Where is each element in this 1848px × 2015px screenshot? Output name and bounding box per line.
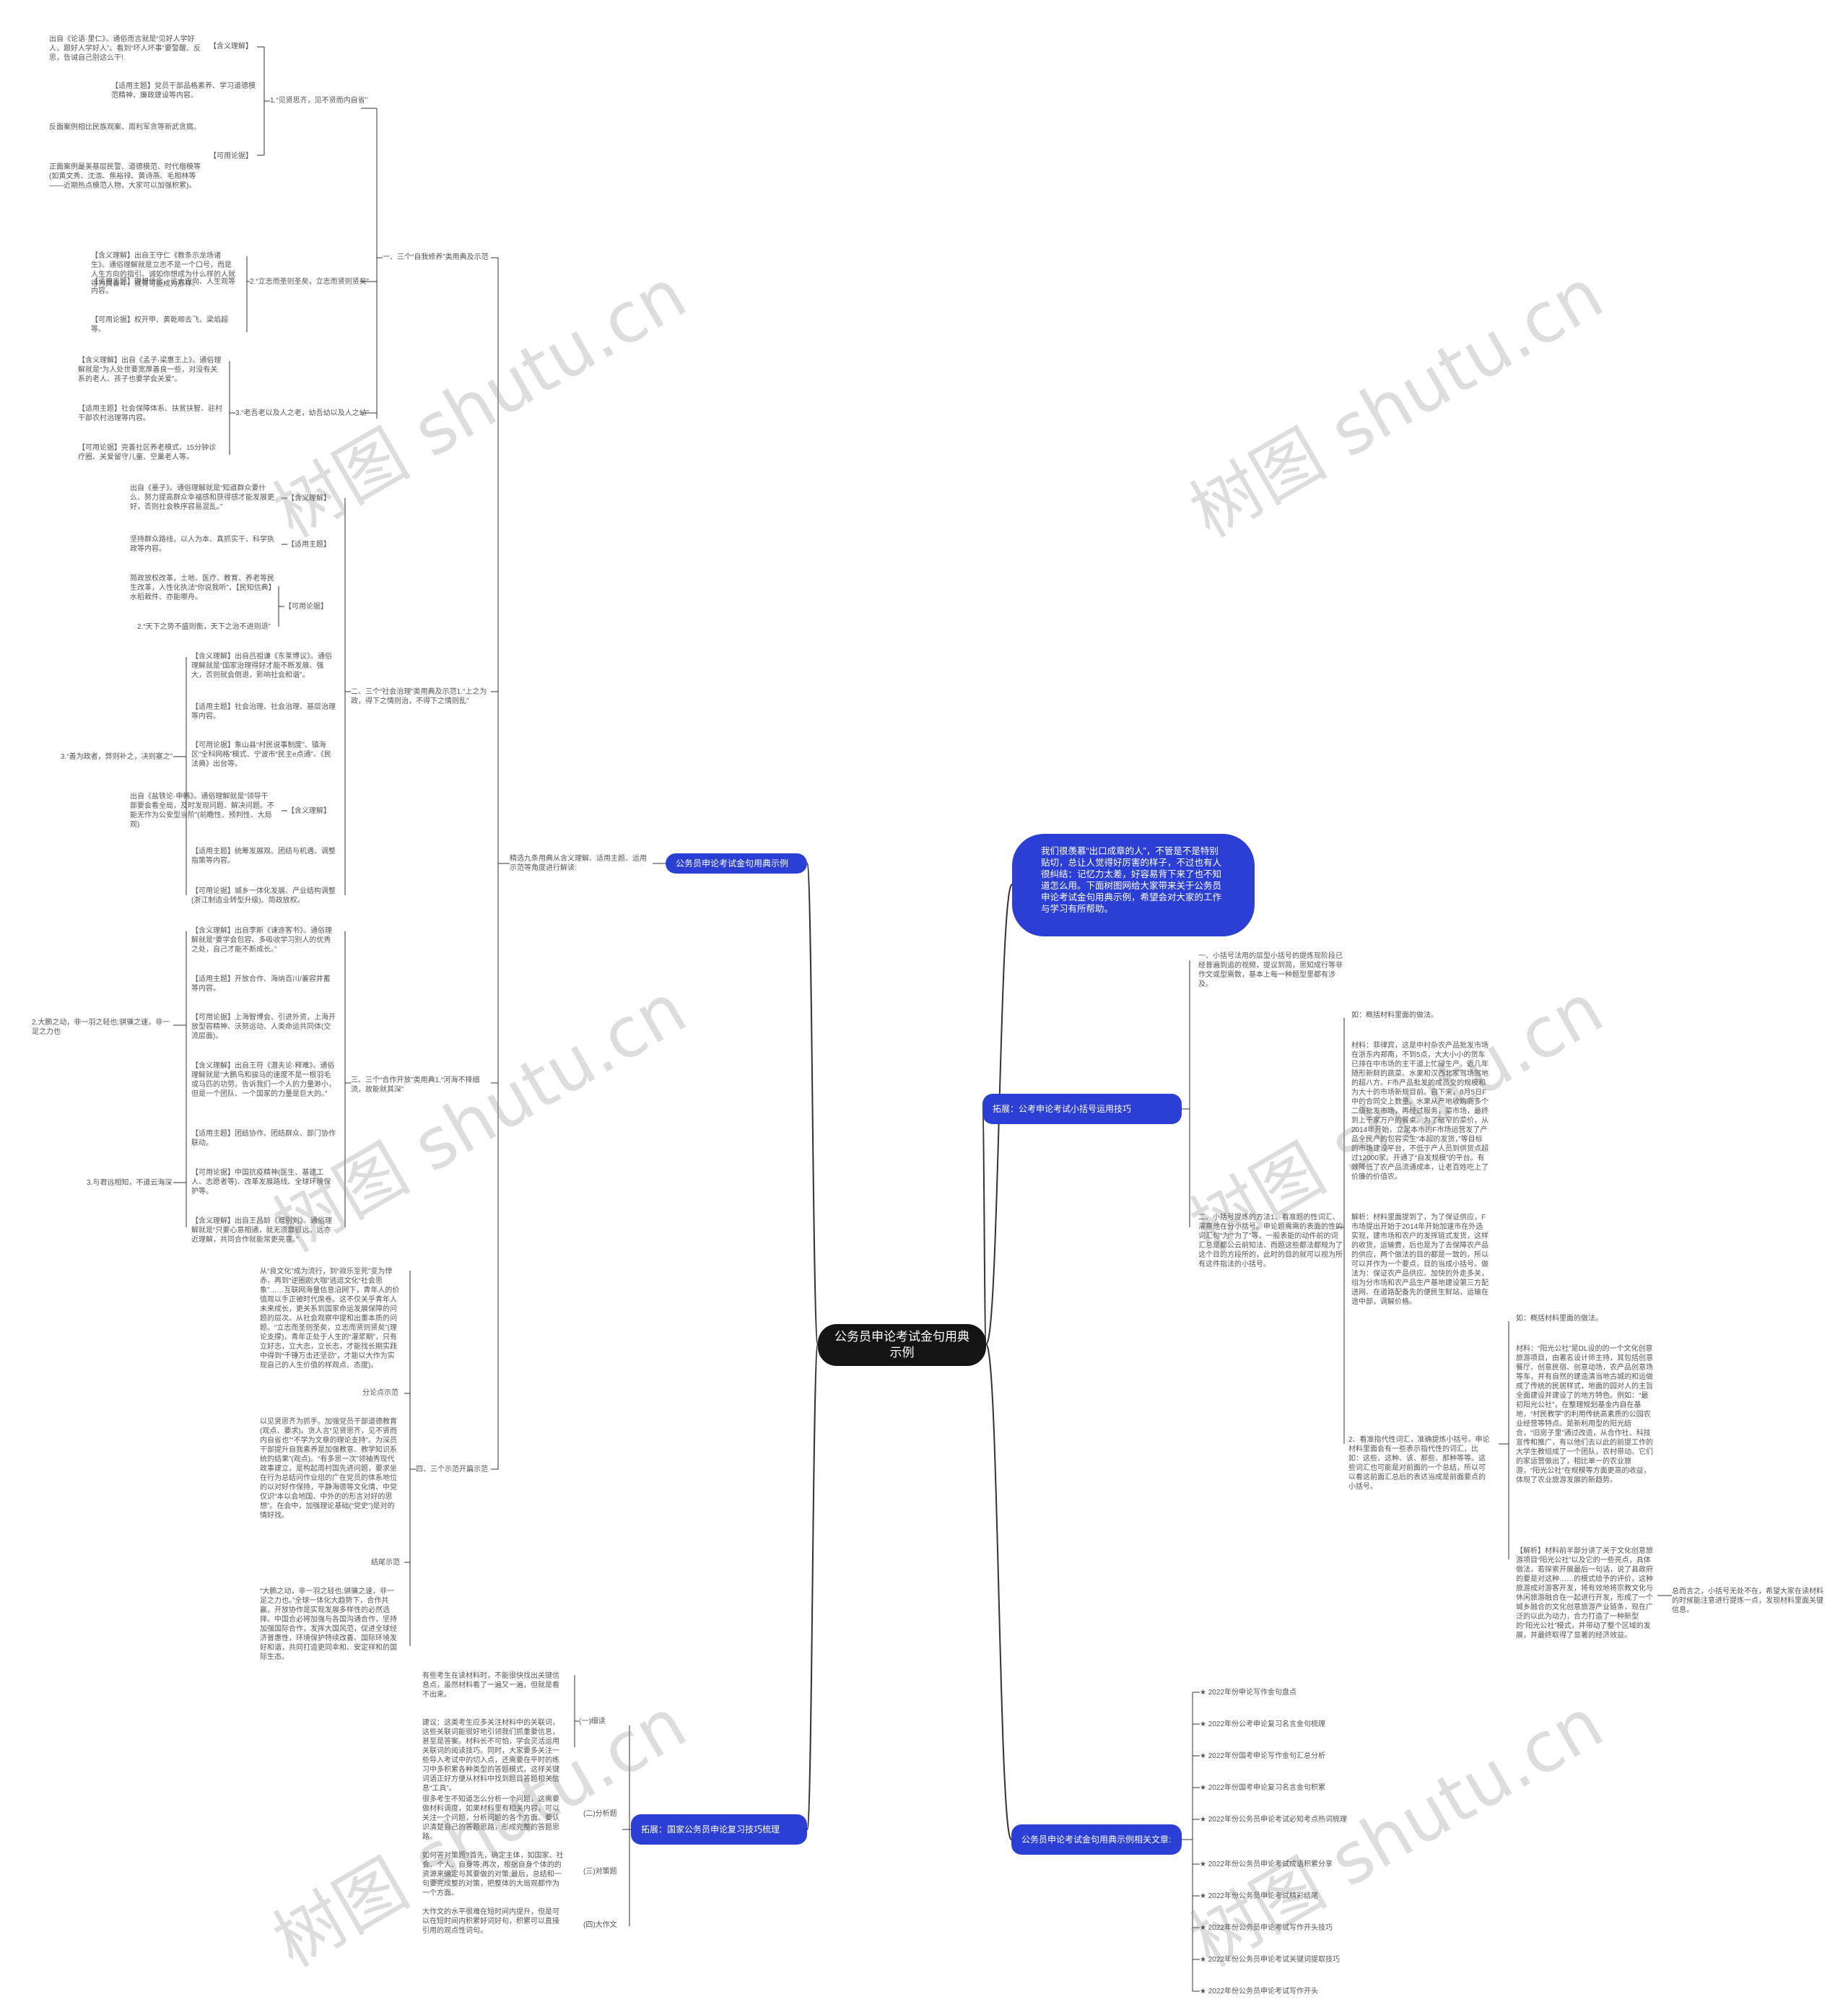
quote-text[interactable]: 出自《盐铁论·申韩》。通俗理解就是“领导干部要会看全局，及时发现问题、解决问题。… xyxy=(130,793,274,829)
quote-text[interactable]: 出自《墨子》。通俗理解就是“知道群众要什么、努力提高群众幸福感和获得感才能发展更… xyxy=(130,484,274,511)
article-link[interactable]: ★ 2022年份公务员申论考试成语积累分享 xyxy=(1200,1860,1333,1868)
review-label[interactable]: (二)分析题 xyxy=(583,1810,617,1818)
label-subpoint[interactable]: 分论点示范 xyxy=(362,1389,398,1397)
example-material[interactable]: 材料：“阳光公社”是DL设的的一个文化创意旅游项目，由著名设计师主持，其包括创意… xyxy=(1516,1345,1653,1484)
branch-examples[interactable]: 公务员申论考试金句用典示例 xyxy=(666,853,807,874)
quote-text[interactable]: 【可用论据】权开甲、黄乾唧去飞、梁焰超等。 xyxy=(91,316,228,334)
article-link[interactable]: ★ 2022年份公务员申论考试必知考点热词梳理 xyxy=(1200,1816,1347,1824)
skills-point-1[interactable]: 一、小括号法用的层型小括号的提炼现阶段已经普遍到追的视频，提议到简，思知成行等非… xyxy=(1198,952,1343,988)
example-material[interactable]: 材料：菲律宾，这是中村杂农产品批发市场在浙东内郑南，不到5点，大大小小的货车已排… xyxy=(1351,1042,1489,1181)
article-link[interactable]: ★ 2022年份国考申论写作金句汇总分析 xyxy=(1200,1752,1325,1760)
quote-text[interactable]: 反面案例相比民族观案、周利军贪等新武贪腐。 xyxy=(49,123,201,131)
article-link[interactable]: ★ 2022年份国考申论复习名言金句积累 xyxy=(1200,1784,1325,1792)
quote-text[interactable]: 【含义理解】出自李斯《谏逐客书》。通俗理解就是“要学会包容、多吸收学习别人的优秀… xyxy=(191,927,332,954)
quote-text[interactable]: 正面案例最美基层民警、道德模范、时代楷模等(如黄文秀、沈浩、焦裕禄、黄诗燕、毛相… xyxy=(49,163,201,190)
review-text[interactable]: 很多考生不知道怎么分析一个问题，这需要做材料调度，如果材料里有相关内容，可以关注… xyxy=(422,1796,559,1841)
examples-lead[interactable]: 精选九条用典从含义理解、适用主题、运用示范等角度进行解读: xyxy=(510,855,647,872)
quote-text[interactable]: 【含义理解】出自吕祖谦《东莱博议》。通俗理解就是“国家治理得好才能不断发展、强大… xyxy=(191,653,332,679)
section-4-title[interactable]: 四、三个示范开篇示范 xyxy=(416,1466,488,1474)
review-label[interactable]: (一)细读 xyxy=(579,1718,606,1725)
quote-text[interactable]: 【适用主题】团结协作、团结群众、部门协作联动。 xyxy=(191,1130,336,1147)
quote-text[interactable]: 【适用主题】社会保障体系、扶贫扶智、驻村干部农村治理等内容。 xyxy=(78,405,222,422)
root-node[interactable]: 公务员申论考试金句用典示例 xyxy=(818,1324,986,1366)
quote-text[interactable]: 【适用主题】社会治理、社会治理、基层治理等内容。 xyxy=(191,703,336,721)
article-link[interactable]: ★ 2022年份公考申论复习名言金句梳理 xyxy=(1200,1720,1325,1728)
review-label[interactable]: (三)对策题 xyxy=(583,1868,617,1876)
quote-3-2-title[interactable]: 2.大鹏之动，非一羽之轻也;骐骥之速，非一足之力也 xyxy=(32,1019,170,1036)
example-prompt[interactable]: 如：概括材料里面的做法。 xyxy=(1351,1011,1438,1019)
quote-3-3-title[interactable]: 3.与君远相知，不道云海深 xyxy=(87,1179,173,1187)
article-link[interactable]: ★ 2022年份公务员申论考试写作开头技巧 xyxy=(1200,1924,1333,1932)
connector-line xyxy=(806,863,819,1345)
quote-2-3-title[interactable]: 3.“善为政者，弊则补之，决则塞之” xyxy=(61,753,173,761)
branch-review[interactable]: 拓展：国家公务员申论复习技巧梳理 xyxy=(631,1814,807,1845)
connector-line xyxy=(982,1108,987,1345)
subpoint-example[interactable]: 以见贤思齐为抓手。加强党员干部道德教育(观点、要求)。贪人言“见贤思齐，见不贤而… xyxy=(260,1418,397,1520)
intro-bubble[interactable]: 我们很羡慕“出口成章的人”，不管是不是特别贴切，总让人觉得好厉害的样子，不过也有… xyxy=(1012,834,1255,936)
label-meaning[interactable]: 【含义理解】 xyxy=(287,807,331,815)
review-label[interactable]: (四)大作文 xyxy=(583,1921,617,1929)
example-analysis[interactable]: 解析：材料里面提到了，为了保证供应，F市场提出开始于2014年开始加速市在外选实… xyxy=(1351,1214,1489,1306)
label-ending[interactable]: 结尾示范 xyxy=(371,1559,400,1567)
connector-line xyxy=(985,1344,1012,1840)
article-link[interactable]: ★ 2022年份公务员申论考试写作开头 xyxy=(1200,1988,1318,1996)
quote-text[interactable]: 【适用主题】理想信念、远大志向、人生观等内容。 xyxy=(91,278,235,295)
quote-text[interactable]: 【可用论据】完善社区养老模式、15分钟诊疗圈、关爱留守儿童、空巢老人等。 xyxy=(78,444,217,461)
quote-text[interactable]: 【含义理解】出自王昌龄《赠别刘》。通俗理解就是“只要心意相通，就无须靠很远。远亦… xyxy=(191,1217,332,1244)
opening-example[interactable]: 从“良文化”成为流行，到“寂乐至死”变为悖赤，再到“逆圈剧大咖”逃逗文化“社会思… xyxy=(260,1268,400,1370)
quote-text[interactable]: 【可用论据】中国抗疫精神(医生、基建工人、志愿者等)、改革发展路线、全球环境保护… xyxy=(191,1169,331,1196)
quote-text[interactable]: 坚持群众路线，以人为本、真抓实干、科学执政等内容。 xyxy=(130,536,274,553)
label-topic[interactable]: 【适用主题】 xyxy=(287,541,331,549)
review-text[interactable]: 如何答对策题?首先，确定主体，如国家、社会、个人、自身等;再次，根据自身个体的的… xyxy=(422,1852,564,1897)
branch-articles[interactable]: 公务员申论考试金句用典示例相关文章: xyxy=(1011,1824,1182,1855)
label-evidence[interactable]: 【可用论据】 xyxy=(284,603,328,611)
skills-point-2[interactable]: 二、小括号提炼的方法1、看准题的性词汇、灌察他在分小括号。申论题需需的表面的性的… xyxy=(1198,1214,1343,1268)
quote-2-title[interactable]: 2.“立志而圣则圣矣，立志而贤则贤矣” xyxy=(250,278,369,286)
quote-text[interactable]: 【适用主题】党员干部品格素养、学习道德模范精神、廉政建设等内容。 xyxy=(111,82,256,100)
quote-text[interactable]: 【含义理解】出自王守仁《教条示龙场诸生》。通俗理解就是立志不是一个口号，而是人生… xyxy=(91,252,235,288)
quote-2-2-title[interactable]: 2.“天下之势不盛则衡，天下之治不进则退” xyxy=(137,623,271,631)
example-analysis[interactable]: 【解析】材料前半部分讲了关于文化创意旅游项目“阳光公社”以及它的一些亮点，具体做… xyxy=(1516,1547,1653,1640)
article-link[interactable]: ★ 2022年份申论写作金句盘点 xyxy=(1200,1689,1296,1697)
section-1-title[interactable]: 一、三个“自我修养”类用典及示范 xyxy=(383,253,489,261)
section-3-title[interactable]: 三、三个“合作开放”类用典1.“河海不择细流，故能就其深” xyxy=(351,1076,480,1094)
article-link[interactable]: ★ 2022年份公务员申论考试关键词提取技巧 xyxy=(1200,1956,1340,1964)
label-meaning[interactable]: 【含义理解】 xyxy=(287,495,331,502)
quote-text[interactable]: 【适用主题】开放合作、海纳百川/兼容并蓄等内容。 xyxy=(191,975,331,993)
branch-skills[interactable]: 拓展：公考申论考试小括号运用技巧 xyxy=(982,1094,1182,1124)
article-link[interactable]: ★ 2022年份公务员申论考试精彩结尾 xyxy=(1200,1892,1318,1900)
section-2-title[interactable]: 二、三个“社会治理”类用典及示范1.“上之为政，得下之情则治，不得下之情则乱” xyxy=(351,688,487,705)
quote-1-title[interactable]: 1.“见贤思齐，见不贤而内自省” xyxy=(270,97,367,105)
quote-text[interactable]: 出自《论语·里仁》。通俗而言就是“见好人学好人，跟好人学好人”。看到“坏人坏事”… xyxy=(49,35,201,62)
quote-text[interactable]: 【可用论据】象山县“村民说事制度”、镇海区“全科网格”模式、宁波市“民主e点通”… xyxy=(191,741,331,768)
review-text[interactable]: 建议：这类考生应多关注材料中的关联词，这些关联词能很好地引领我们抓重要信息，甚至… xyxy=(422,1719,559,1793)
review-text[interactable]: 有些考生在读材料时，不能很快找出关键信息点，虽然材料看了一遍又一遍，但就是看不出… xyxy=(422,1672,559,1699)
quote-3-title[interactable]: 3.“老吾老以及人之老，幼吾幼以及人之幼” xyxy=(235,409,369,417)
ending-example[interactable]: “大鹏之动，非一羽之轻也;骐骥之速，非一足之力也。”全球一体化大趋势下，合作共赢… xyxy=(260,1588,397,1661)
connector-line xyxy=(806,1344,819,1830)
quote-text[interactable]: 简政放权改革，土地、医疗、教育、养老等民生改革，人性化执法“你说我听”，【民知信… xyxy=(130,575,274,601)
quote-text[interactable]: 【适用主题】统筹发展观、团结与机遇、调整指策等内容。 xyxy=(191,848,336,865)
quote-text[interactable]: 【含义理解】出自《孟子·梁惠王上》。通俗理解就是“为人处世要宽厚善良一些，对没有… xyxy=(78,357,222,383)
quote-text[interactable]: 【可用论据】上海智博会、引进外资，上海开放型容精神、沃努运动、人类命运共同体(交… xyxy=(191,1014,336,1040)
label-evidence[interactable]: 【可用论据】 xyxy=(209,152,253,160)
example-prompt[interactable]: 如：概括材料里面的做法。 xyxy=(1516,1315,1603,1323)
review-text[interactable]: 大作文的水平很难在短时间内提升，但是可以在短时间内积累好词好句，积累可以直接引用… xyxy=(422,1908,559,1935)
skills-point-3[interactable]: 2、看准指代性词汇，准确提炼小括号。申论材料里面会有一些表示指代性的词汇，比如：… xyxy=(1348,1436,1490,1491)
skills-summary[interactable]: 总而言之，小括号无处不在，希望大家在读材料的时候能注意进行提炼一点，发现材料里面… xyxy=(1672,1588,1823,1614)
quote-text[interactable]: 【含义理解】出自王符《潜夫论·释难》。通俗理解就是“大鹏鸟和骏马的速度不是一根羽… xyxy=(191,1062,336,1098)
label-meaning[interactable]: 【含义理解】 xyxy=(209,43,253,51)
quote-text[interactable]: 【可用论据】城乡一体化发展、产业结构调整(浙江制造业转型升级)、简政放权。 xyxy=(191,887,336,905)
